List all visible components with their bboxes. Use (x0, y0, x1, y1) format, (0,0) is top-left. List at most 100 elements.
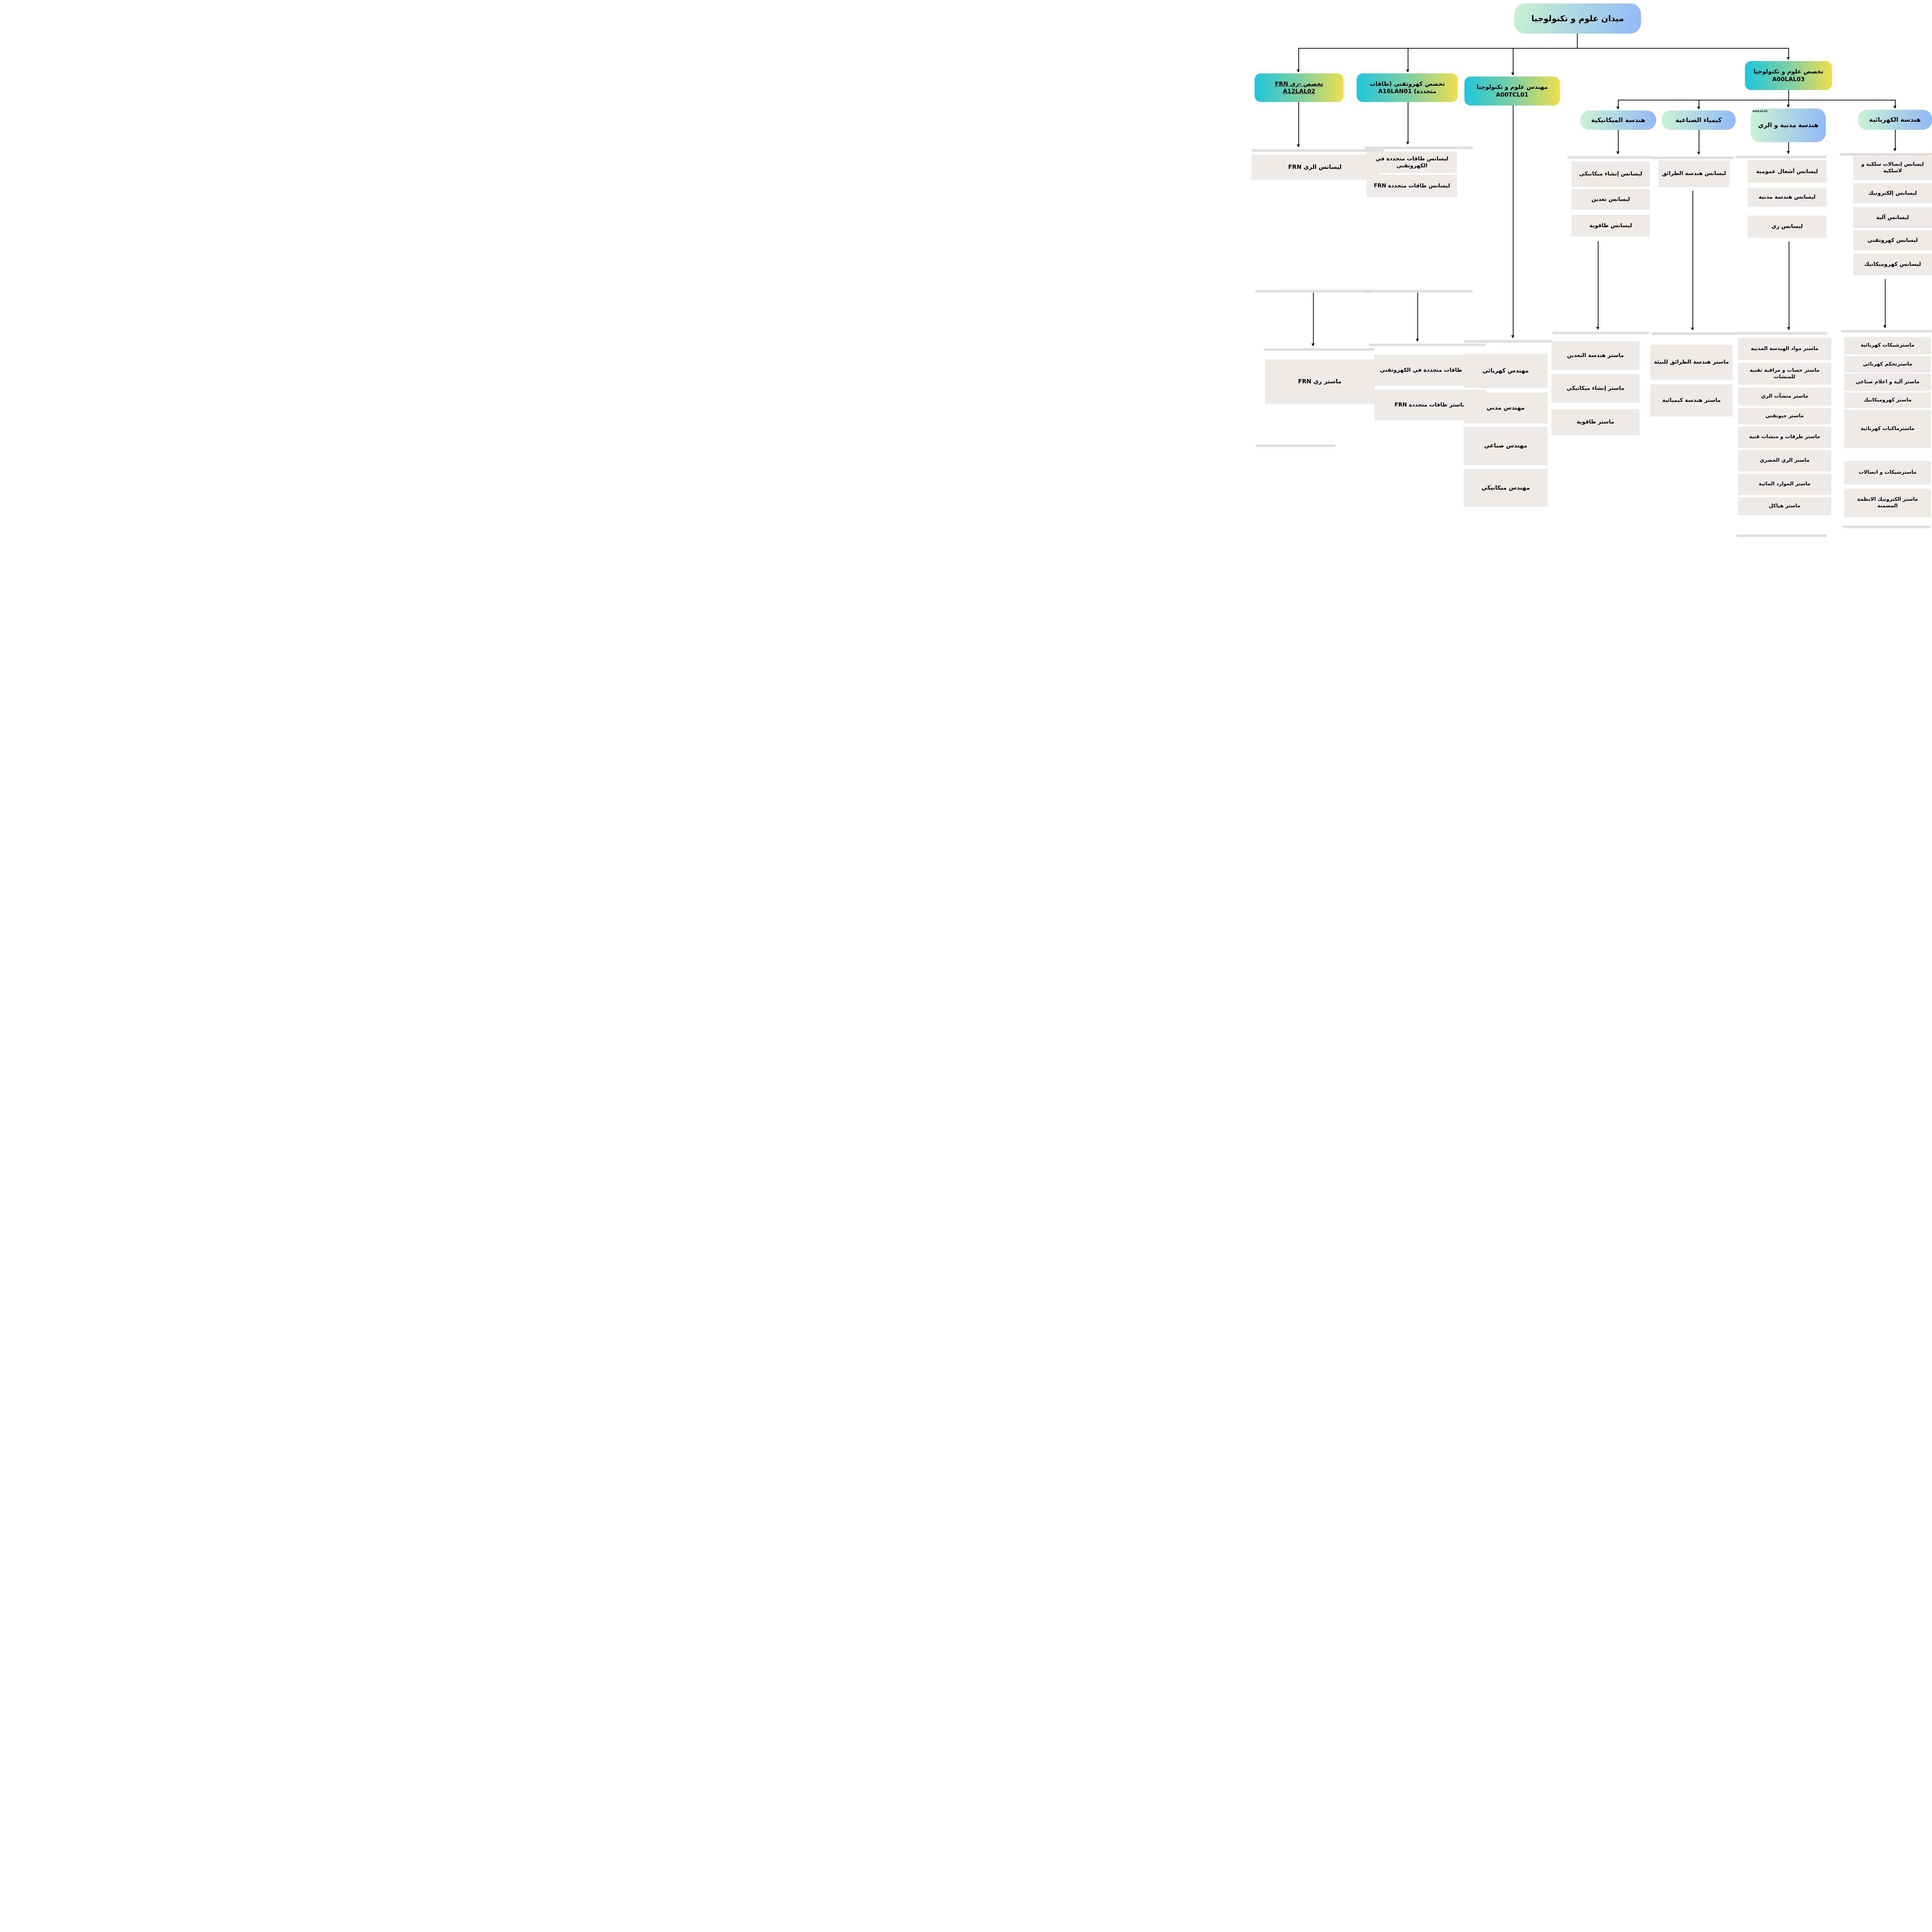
master-box[interactable]: ماستر كهروميكانيك (1844, 393, 1931, 408)
license-box[interactable]: ليسانس ري (1748, 216, 1827, 238)
engineer-box[interactable]: مهندس صناعي (1464, 427, 1548, 465)
master-box[interactable]: ماسترشبكات كهربائية (1844, 337, 1931, 354)
divider-mech-masters (1553, 331, 1649, 333)
node-civil-irrigation[interactable]: هندسة مدنية و الري (1751, 109, 1826, 142)
license-box[interactable]: ليسانس طاقوية (1571, 215, 1650, 236)
org-chart-canvas: ميدان علوم و تكنولوجيا تخصص -ري FRN A12L… (1252, 0, 1932, 539)
arrowhead (1311, 344, 1315, 346)
engineer-box[interactable]: مهندس كهربائي (1464, 354, 1548, 388)
divider-electro-licenses (1365, 146, 1473, 148)
connector-chem-masters (1692, 191, 1693, 330)
node-mechanical[interactable]: هندسة الميكانيكية (1580, 111, 1656, 130)
node-sci-tech[interactable]: تخصص علوم و تكنولوجيا A00LAL03 (1745, 61, 1832, 90)
connector-electro-masters (1417, 293, 1418, 341)
license-box[interactable]: ليسانس كهروميكانيك (1853, 253, 1932, 275)
arrowhead (1697, 107, 1700, 109)
connector-engineer-long (1513, 105, 1514, 338)
connector-mech-masters (1598, 241, 1599, 329)
master-box[interactable]: ماستر هياكل (1738, 497, 1831, 515)
divider-elec-bottom (1843, 525, 1930, 527)
license-box[interactable]: ليسانس تعدين (1571, 189, 1650, 210)
license-box[interactable]: ليسانس إتصالات سلكية و لاسلكية (1853, 156, 1932, 180)
master-box[interactable]: ماستر طرقات و منشات فنية (1738, 427, 1831, 448)
master-box[interactable]: ماسترماكنات كهربائية (1844, 410, 1931, 448)
divider-electro-masters (1369, 343, 1486, 345)
master-box[interactable]: ماستر هندسة التعدين (1551, 341, 1639, 370)
license-box[interactable]: ليسانس إنشاء ميكانيكي (1571, 162, 1650, 187)
node-frn-ry[interactable]: تخصص -ري FRN A12LAL02 (1255, 73, 1344, 102)
connector-to-sci-tech (1788, 48, 1789, 60)
divider-civil-licenses (1736, 155, 1827, 158)
license-box[interactable]: ليسانس طاقات متجددة FRN (1367, 175, 1457, 197)
arrowhead (1616, 107, 1619, 109)
connector-mech-licenses (1618, 130, 1619, 154)
connector-to-civil (1788, 100, 1789, 107)
arrowhead (1406, 70, 1409, 72)
divider-chem-masters (1651, 332, 1738, 334)
engineer-box[interactable]: مهندس مدني (1464, 393, 1548, 423)
license-box[interactable]: ليسانس هندسة مدنية (1748, 188, 1827, 207)
divider-civil-bottom (1737, 534, 1827, 536)
node-electrotech[interactable]: تخصص كهروتقني (طاقات متجددة) A16LAN01 (1357, 73, 1458, 102)
node-industrial-chemistry[interactable]: كيمياء الصناعية (1662, 111, 1736, 130)
connector-elec-licenses (1895, 130, 1896, 151)
connector-to-engineer (1513, 48, 1514, 75)
arrowhead (1511, 73, 1514, 75)
arrowhead (1511, 335, 1514, 338)
divider-frn-bottom (1256, 444, 1335, 446)
arrowhead (1697, 152, 1700, 155)
license-box[interactable]: ليسانس كهروتقني (1853, 230, 1932, 251)
master-box[interactable]: ماسترشبكات و اتصالات (1844, 461, 1931, 485)
master-box[interactable]: ماستر آلية و اعلام صناعي (1844, 374, 1931, 391)
license-box[interactable]: ليسانس هندسة الطرائق (1658, 160, 1730, 187)
divider-civil-masters (1738, 331, 1827, 334)
divider-engineer (1464, 339, 1551, 342)
arrowhead (1787, 151, 1790, 154)
divider-frn-licenses (1252, 148, 1384, 151)
master-box[interactable]: ماستر هندسة كيميائية (1650, 384, 1733, 417)
master-box[interactable]: ماستر ري FRN (1265, 359, 1374, 404)
connector-frn-licenses (1298, 102, 1299, 147)
master-box[interactable]: ماستر جيوتقني (1738, 408, 1831, 424)
civil-code-tag: A00LAL03 (1752, 110, 1768, 113)
connector-frn-masters (1313, 293, 1314, 346)
connector-sci-tech-down (1788, 90, 1789, 100)
connector-root (1577, 34, 1578, 48)
divider-mech-licenses (1568, 155, 1660, 158)
divider-frn-masters (1264, 347, 1374, 350)
master-box[interactable]: ماستر هندسة الطرائق للبيئة (1650, 345, 1733, 380)
master-box[interactable]: ماستر منشآت الري (1738, 388, 1831, 406)
arrowhead (1787, 105, 1790, 107)
master-box[interactable]: ماستر الموارد المائية (1738, 474, 1831, 495)
connector-trunk-level2 (1299, 48, 1789, 49)
connector-elec-masters (1885, 279, 1886, 328)
connector-to-elec (1895, 100, 1896, 108)
arrowhead (1416, 339, 1419, 342)
node-engineer[interactable]: مهندس علوم و تكنولوجيا A00TCL01 (1464, 77, 1560, 105)
arrowhead (1596, 327, 1599, 330)
root-node[interactable]: ميدان علوم و تكنولوجيا (1514, 3, 1641, 34)
arrowhead (1787, 57, 1790, 60)
divider-frn-mid (1255, 289, 1371, 292)
arrowhead (1691, 328, 1694, 330)
license-box[interactable]: ليسانس طاقات متجددة في الكهروتقني (1367, 151, 1457, 173)
master-box[interactable]: ماستر حساب و مراقبة تقنية للمنشات (1738, 363, 1831, 385)
arrowhead (1893, 106, 1896, 109)
arrowhead (1893, 148, 1896, 151)
node-electrical[interactable]: هندسة الكهربائية (1858, 110, 1932, 130)
divider-elec-masters (1842, 329, 1932, 332)
master-box[interactable]: ماستر إنشاء ميكانيكي (1551, 374, 1639, 403)
master-box[interactable]: ماستر طاقوية (1551, 409, 1639, 435)
arrowhead (1406, 142, 1409, 145)
license-box[interactable]: ليسانس الري FRN (1252, 155, 1378, 180)
arrowhead (1297, 145, 1300, 147)
license-box[interactable]: ليسانس إلكترونيك (1853, 183, 1932, 203)
divider-electro-mid (1366, 289, 1473, 292)
license-box[interactable]: ليسانس أشغال عمومية (1748, 160, 1827, 183)
master-box[interactable]: ماستر الكترونيك الانظمة المضمنة (1844, 489, 1931, 517)
engineer-box[interactable]: مهندس ميكانيكي (1464, 469, 1548, 507)
master-box[interactable]: ماستر مواد الهندسة المدنية (1738, 338, 1831, 360)
license-box[interactable]: ليسانس آلية (1853, 207, 1932, 228)
master-box[interactable]: ماستر الري الحضري (1738, 450, 1831, 471)
master-box[interactable]: ماسترتحكم كهربائي (1844, 356, 1931, 372)
